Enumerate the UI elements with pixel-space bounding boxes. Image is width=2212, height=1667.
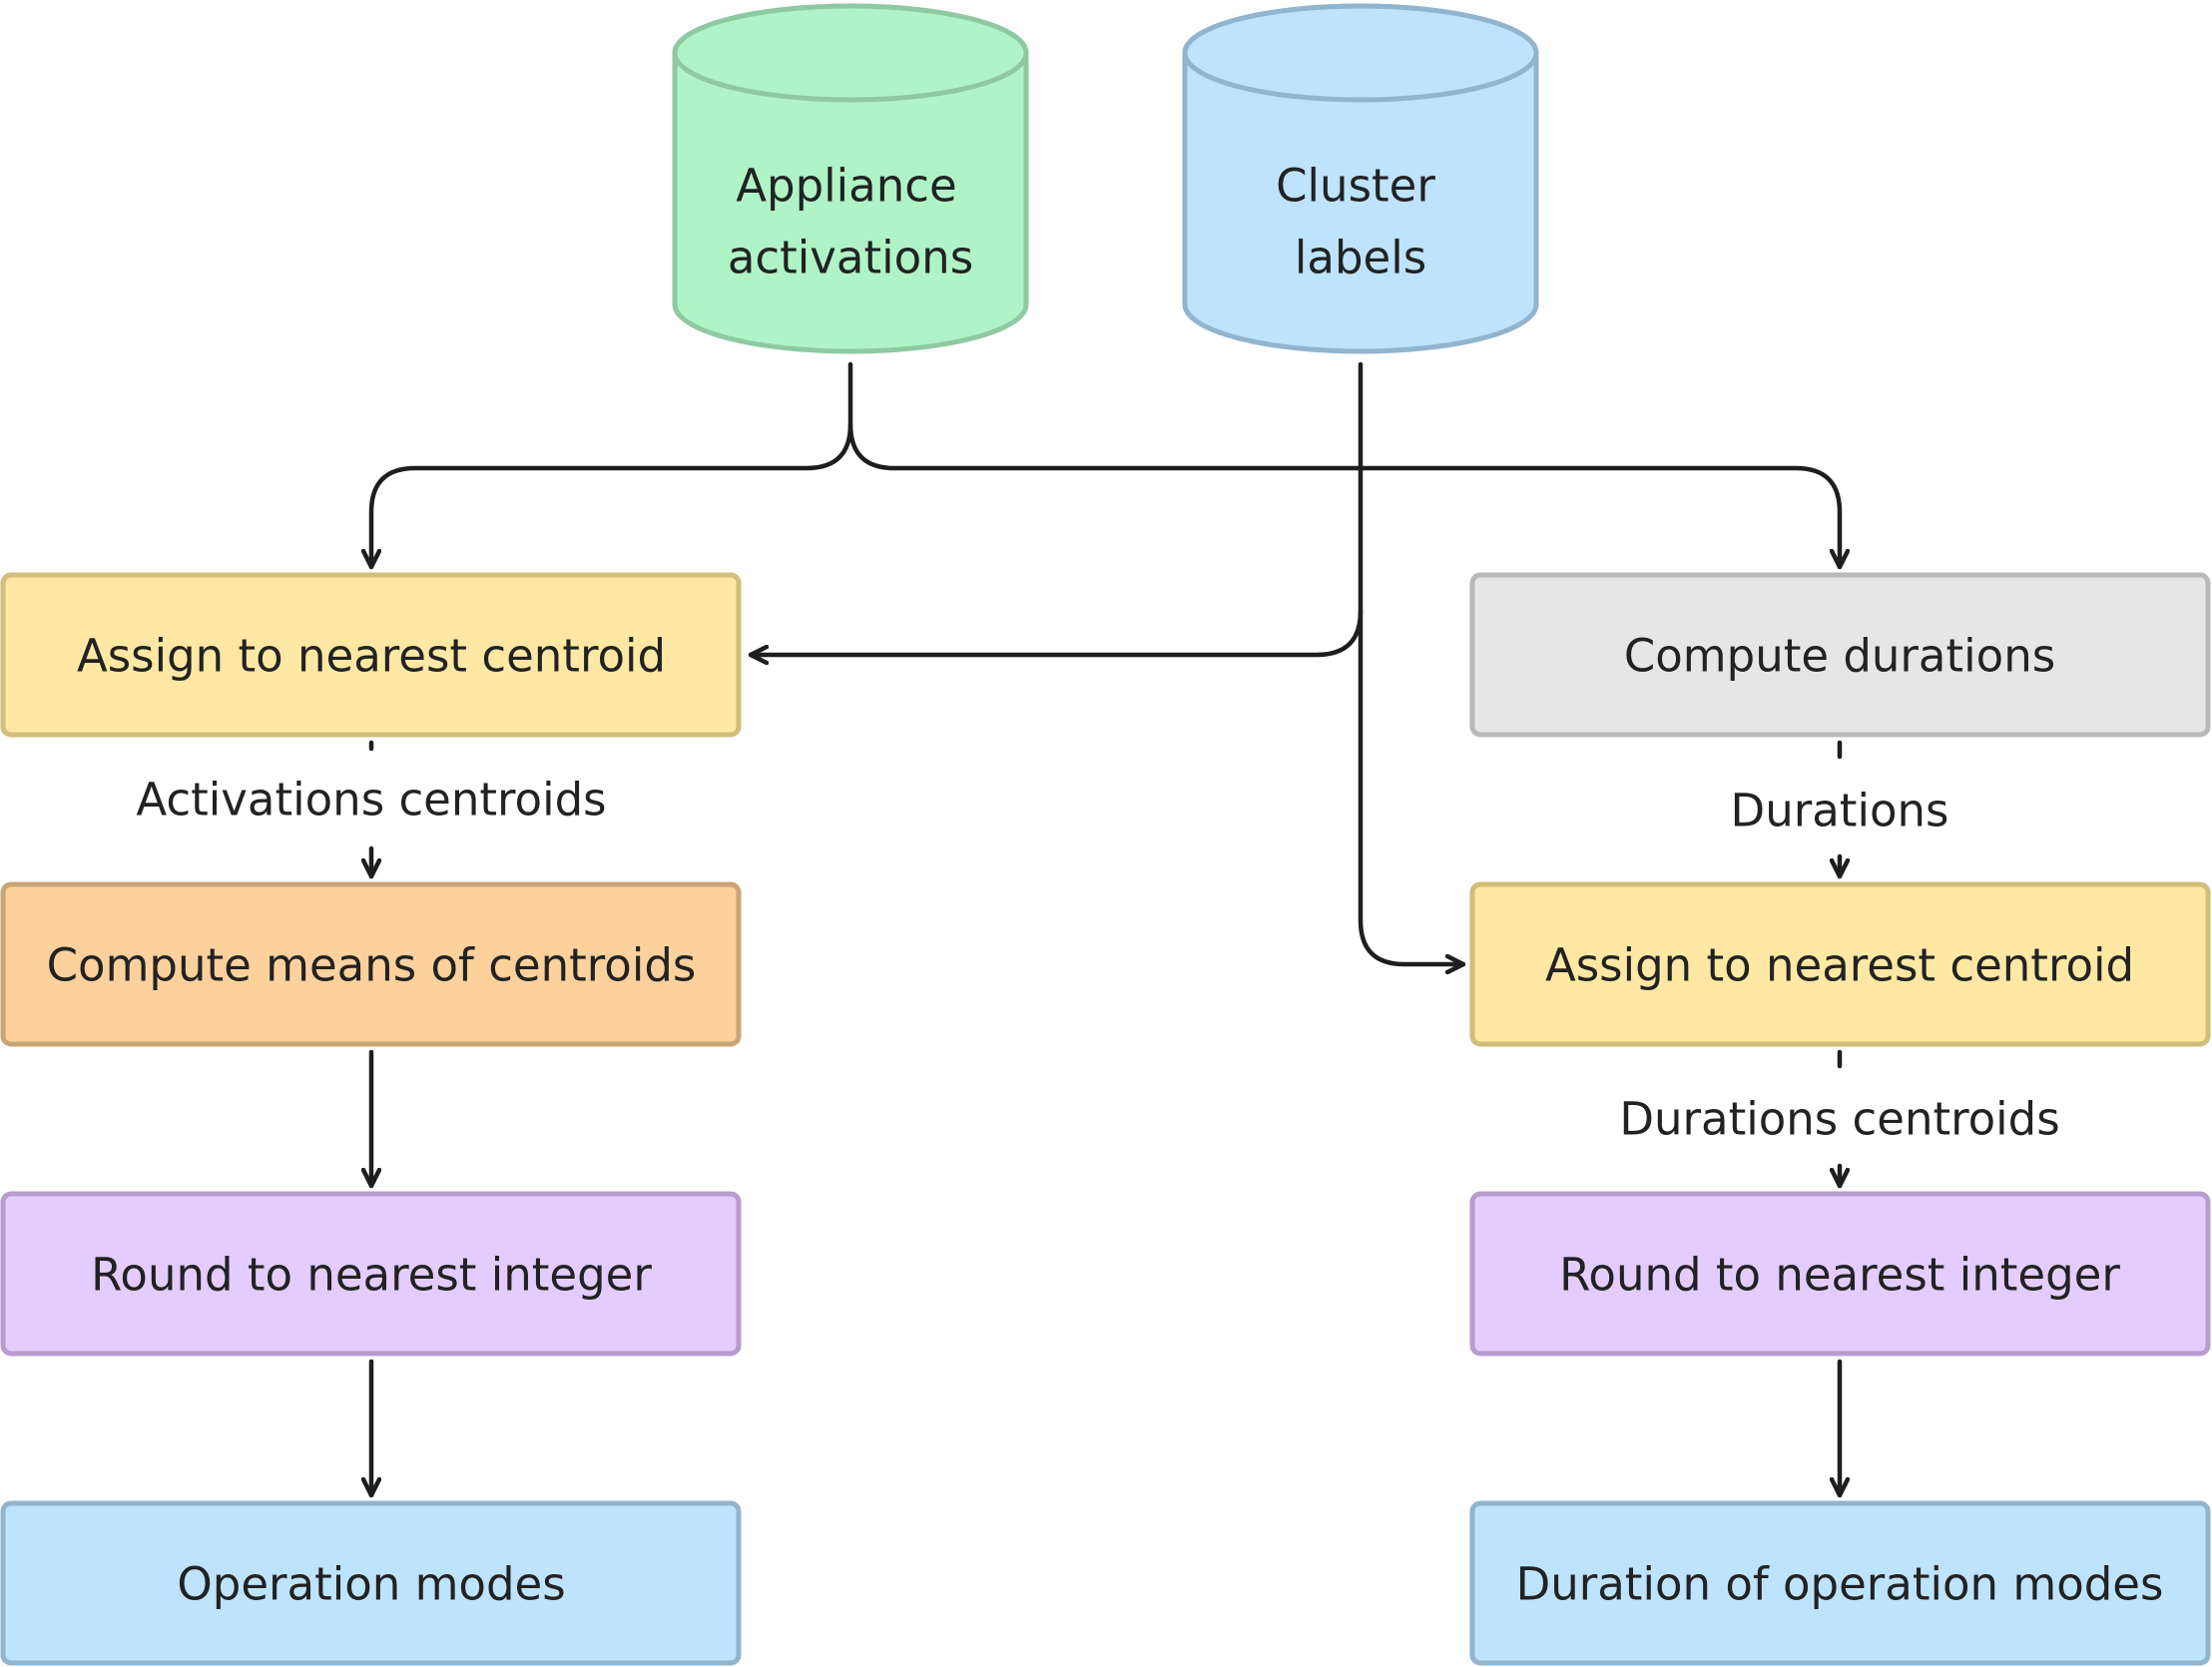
node-compute-durations[interactable]: Compute durations bbox=[1469, 572, 2211, 738]
cylinder-top bbox=[672, 3, 1029, 103]
edge-labels-to-right-assign bbox=[1358, 608, 1466, 964]
node-compute-means[interactable]: Compute means of centroids bbox=[0, 881, 742, 1047]
node-label: Assign to nearest centroid bbox=[77, 630, 666, 683]
datastore-appliance-activations[interactable]: Appliance activations bbox=[672, 3, 1029, 354]
node-label: Round to nearest integer bbox=[91, 1249, 652, 1302]
node-label: Operation modes bbox=[177, 1558, 565, 1611]
node-label: Duration of operation modes bbox=[1516, 1558, 2164, 1611]
edge-labels-to-left-assign bbox=[748, 361, 1364, 655]
datastore-label-line2: activations bbox=[728, 232, 973, 284]
datastore-label-line1: Cluster bbox=[1276, 160, 1435, 213]
edge-activations-to-compute-durations bbox=[847, 421, 1840, 570]
node-label: Assign to nearest centroid bbox=[1545, 939, 2134, 992]
node-duration-of-operation-modes[interactable]: Duration of operation modes bbox=[1469, 1500, 2211, 1666]
datastore-cluster-labels[interactable]: Cluster labels bbox=[1182, 3, 1539, 354]
node-right-assign-centroid[interactable]: Assign to nearest centroid bbox=[1469, 881, 2211, 1047]
datastore-label-line2: labels bbox=[1295, 232, 1426, 284]
edge-label-activations-centroids: Activations centroids bbox=[136, 774, 606, 827]
edge-activations-to-left-assign bbox=[371, 361, 853, 570]
node-operation-modes[interactable]: Operation modes bbox=[0, 1500, 742, 1666]
datastore-label-line1: Appliance bbox=[736, 160, 956, 213]
edge-label-durations-centroids: Durations centroids bbox=[1619, 1093, 2059, 1146]
cylinder-top bbox=[1182, 3, 1539, 103]
edge-labels: Activations centroids Durations Duration… bbox=[136, 774, 2059, 1146]
node-label: Compute durations bbox=[1624, 630, 2055, 683]
node-label: Compute means of centroids bbox=[47, 939, 697, 992]
node-right-round-integer[interactable]: Round to nearest integer bbox=[1469, 1191, 2211, 1357]
node-left-round-integer[interactable]: Round to nearest integer bbox=[0, 1191, 742, 1357]
edges bbox=[371, 361, 1840, 1498]
edge-label-durations: Durations bbox=[1731, 785, 1949, 837]
node-left-assign-centroid[interactable]: Assign to nearest centroid bbox=[0, 572, 742, 738]
node-label: Round to nearest integer bbox=[1559, 1249, 2120, 1302]
